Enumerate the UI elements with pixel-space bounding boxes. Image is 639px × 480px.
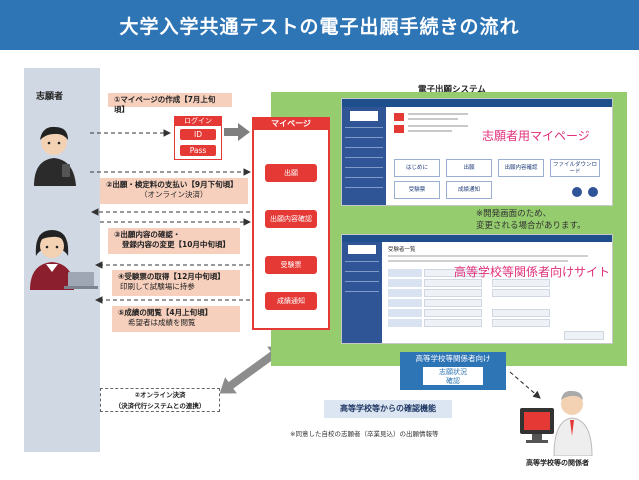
step-3-confirm-edit: ③出願内容の確認・ 登録内容の変更【10月中旬頃】 [108, 228, 240, 254]
screenshot-sidebar [342, 107, 386, 205]
tile-download[interactable]: ファイルダウンロード [550, 159, 600, 177]
mypage-confirm-button[interactable]: 出願内容確認 [265, 210, 317, 228]
applicant-mypage-screenshot: 志願者用マイページ はじめに 出願 出願内容確認 ファイルダウンロード 受験票 … [341, 98, 613, 206]
status-button-line1: 志願状況 [439, 368, 467, 376]
step-4-sub: 印刷して試験場に持参 [120, 282, 195, 291]
school-staff-label: 高等学校等の関係者 [526, 459, 589, 467]
dev-notice-line1: ※開発画面のため、 [476, 209, 552, 219]
tile-apply[interactable]: 出願 [446, 159, 492, 177]
student-boy-icon [34, 126, 76, 186]
applicant-page-title: 志願者用マイページ [482, 129, 590, 143]
student-girl-icon [30, 230, 98, 290]
high-school-box-title: 高等学校等関係者向け [415, 354, 491, 363]
step-4-admission-ticket: ④受験票の取得【12月中旬頃】 印刷して試験場に持参 [112, 270, 240, 296]
mypage-scores-button[interactable]: 成績通知 [265, 292, 317, 310]
school-footnote: ※同意した自校の志願者（卒業見込）の出願情報等 [290, 430, 439, 438]
school-site-screenshot: 受験者一覧 高等学校等関係者向けサイト [341, 234, 613, 344]
school-list-heading: 受験者一覧 [388, 247, 416, 253]
step-5-label: ⑤成績の閲覧【4月上旬頃】 [118, 308, 213, 317]
online-payment-box: ②オンライン決済 （決済代行システムとの連携） [100, 388, 220, 412]
step-1-create-mypage: ①マイページの作成【7月上旬頃】 [108, 93, 232, 114]
step-5-sub: 希望者は成績を閲覧 [128, 318, 196, 327]
step-4-label: ④受験票の取得【12月中旬頃】 [118, 272, 225, 281]
dev-notice-line2: 変更される場合があります。 [476, 221, 586, 231]
tile-confirm[interactable]: 出願内容確認 [498, 159, 544, 177]
screenshot-scroll-icon [572, 187, 582, 197]
school-confirm-function: 高等学校等からの確認機能 [324, 400, 452, 418]
step-2-label: ②出願・検定料の支払い【9月下旬頃】 [106, 180, 238, 189]
screenshot2-sidebar [342, 242, 382, 343]
tile-intro[interactable]: はじめに [394, 159, 440, 177]
step-3-label: ③出願内容の確認・ [114, 230, 181, 239]
step-3-sub: 登録内容の変更【10月中旬頃】 [122, 240, 230, 249]
step-5-view-scores: ⑤成績の閲覧【4月上旬頃】 希望者は成績を閲覧 [112, 306, 240, 332]
system-title: 電子出願システム [418, 85, 486, 95]
login-pass-field[interactable]: Pass [180, 145, 216, 156]
tile-admission-ticket[interactable]: 受験票 [394, 181, 440, 199]
login-title: ログイン [174, 116, 222, 126]
applicant-label: 志願者 [36, 92, 64, 102]
page-title: 大学入学共通テストの電子出願手続きの流れ [0, 0, 639, 50]
mypage-ticket-button[interactable]: 受験票 [265, 256, 317, 274]
screenshot2-logo-icon [348, 245, 376, 254]
screenshot2-topbar [342, 235, 612, 242]
step-2-apply-pay: ②出願・検定料の支払い【9月下旬頃】 （オンライン決済） [100, 178, 248, 204]
screenshot-topbar [342, 99, 612, 107]
online-payment-line1: ②オンライン決済 [134, 391, 186, 399]
mypage-apply-button[interactable]: 出願 [265, 164, 317, 182]
step-1-label: ①マイページの作成【7月上旬頃】 [114, 95, 216, 114]
dev-notice: ※開発画面のため、 変更される場合があります。 [476, 208, 586, 232]
tile-scores[interactable]: 成績通知 [446, 181, 492, 199]
mypage-title: マイページ [252, 117, 330, 130]
online-payment-line2: （決済代行システムとの連携） [114, 402, 206, 410]
school-site-title: 高等学校等関係者向けサイト [454, 265, 611, 279]
status-button-line2: 確認 [446, 377, 460, 385]
login-id-field[interactable]: ID [180, 129, 216, 140]
screenshot-logo-icon [350, 111, 378, 121]
step-2-sub: （オンライン決済） [140, 190, 208, 199]
school-staff-icon [520, 390, 593, 456]
screenshot-help-icon [588, 187, 598, 197]
application-status-button[interactable]: 志願状況 確認 [422, 366, 484, 386]
